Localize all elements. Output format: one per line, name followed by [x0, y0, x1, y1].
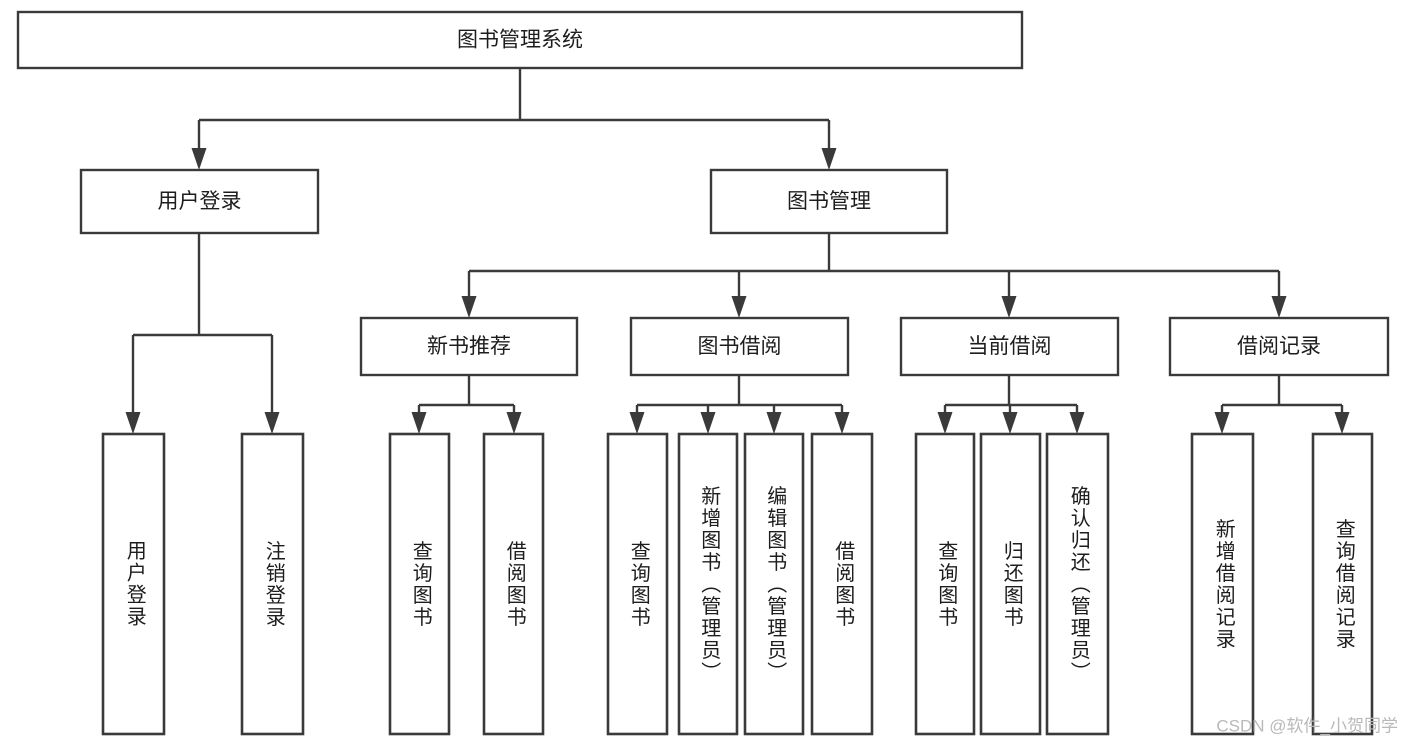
- node-box-leaf-add-book[interactable]: [677, 432, 739, 736]
- node-box-leaf-return-book[interactable]: [979, 432, 1042, 736]
- level2-drop-1-arrowhead: [821, 148, 837, 170]
- node-label-book-borrow: 图书借阅: [698, 335, 782, 358]
- book-borrow-leaf-drop-0-arrowhead: [629, 412, 645, 434]
- node-box-root[interactable]: [16, 10, 1024, 70]
- node-label-leaf-edit-book: 编辑图书（管理员）: [764, 485, 787, 683]
- level3-drop-3-arrowhead: [1271, 296, 1287, 318]
- node-layer: 图书管理系统用户登录图书管理新书推荐图书借阅当前借阅借阅记录用户登录注销登录查询…: [16, 10, 1390, 736]
- node-new-book-recommend[interactable]: 新书推荐: [359, 316, 579, 377]
- node-box-leaf-borrow-book-bor[interactable]: [810, 432, 874, 736]
- node-leaf-borrow-book-bor[interactable]: 借阅图书: [810, 432, 874, 736]
- node-label-user-login: 用户登录: [158, 190, 242, 213]
- node-label-book-manage: 图书管理: [787, 190, 871, 213]
- node-label-leaf-user-logout: 注销登录: [262, 540, 285, 628]
- node-label-leaf-add-book: 新增图书（管理员）: [698, 485, 721, 683]
- node-label-leaf-query-record: 查询借阅记录: [1332, 518, 1355, 650]
- level3-drop-0-arrowhead: [461, 296, 477, 318]
- node-leaf-edit-book[interactable]: 编辑图书（管理员）: [743, 432, 805, 736]
- level2-drop-0-arrowhead: [191, 148, 207, 170]
- csdn-watermark: CSDN @软件_小贺同学: [1216, 716, 1398, 735]
- node-leaf-add-book[interactable]: 新增图书（管理员）: [677, 432, 739, 736]
- node-current-borrow[interactable]: 当前借阅: [899, 316, 1120, 377]
- node-box-leaf-add-record[interactable]: [1190, 432, 1255, 736]
- node-box-leaf-query-record[interactable]: [1311, 432, 1374, 736]
- new-book-recommend-leaf-drop-1-arrowhead: [506, 412, 522, 434]
- current-borrow-leaf-drop-0-arrowhead: [937, 412, 953, 434]
- node-leaf-return-book[interactable]: 归还图书: [979, 432, 1042, 736]
- node-label-borrow-record: 借阅记录: [1237, 335, 1321, 358]
- node-box-leaf-user-login[interactable]: [101, 432, 166, 736]
- node-label-leaf-borrow-book-bor: 借阅图书: [832, 540, 855, 628]
- node-box-leaf-borrow-book-rec[interactable]: [482, 432, 545, 736]
- book-borrow-leaf-drop-1-arrowhead: [700, 412, 716, 434]
- node-box-book-borrow[interactable]: [629, 316, 850, 377]
- node-label-root: 图书管理系统: [457, 29, 583, 52]
- borrow-record-leaf-drop-1-arrowhead: [1334, 412, 1350, 434]
- node-label-leaf-user-login: 用户登录: [123, 540, 146, 628]
- node-leaf-query-record[interactable]: 查询借阅记录: [1311, 432, 1374, 736]
- node-label-leaf-query-book-rec: 查询图书: [409, 540, 432, 628]
- connector-layer: [125, 68, 1350, 434]
- node-box-leaf-query-book-cur[interactable]: [914, 432, 976, 736]
- level3-drop-1-arrowhead: [731, 296, 747, 318]
- node-book-manage[interactable]: 图书管理: [709, 168, 949, 235]
- node-box-leaf-query-book-bor[interactable]: [606, 432, 669, 736]
- book-borrow-leaf-drop-3-arrowhead: [834, 412, 850, 434]
- borrow-record-leaf-drop-0-arrowhead: [1214, 412, 1230, 434]
- node-label-current-borrow: 当前借阅: [968, 335, 1052, 358]
- node-label-leaf-add-record: 新增借阅记录: [1212, 518, 1235, 650]
- level3-drop-2-arrowhead: [1001, 296, 1017, 318]
- node-label-leaf-query-book-bor: 查询图书: [627, 540, 650, 628]
- node-borrow-record[interactable]: 借阅记录: [1168, 316, 1390, 377]
- node-box-current-borrow[interactable]: [899, 316, 1120, 377]
- node-leaf-confirm-return[interactable]: 确认归还（管理员）: [1045, 432, 1110, 736]
- node-box-leaf-edit-book[interactable]: [743, 432, 805, 736]
- node-leaf-query-book-rec[interactable]: 查询图书: [388, 432, 451, 736]
- node-leaf-query-book-bor[interactable]: 查询图书: [606, 432, 669, 736]
- node-box-leaf-confirm-return[interactable]: [1045, 432, 1110, 736]
- node-label-leaf-return-book: 归还图书: [1000, 540, 1023, 628]
- node-box-book-manage[interactable]: [709, 168, 949, 235]
- node-leaf-user-login[interactable]: 用户登录: [101, 432, 166, 736]
- node-user-login[interactable]: 用户登录: [79, 168, 320, 235]
- current-borrow-leaf-drop-2-arrowhead: [1069, 412, 1085, 434]
- node-box-leaf-user-logout[interactable]: [240, 432, 305, 736]
- node-root[interactable]: 图书管理系统: [16, 10, 1024, 70]
- node-box-leaf-query-book-rec[interactable]: [388, 432, 451, 736]
- current-borrow-leaf-drop-1-arrowhead: [1002, 412, 1018, 434]
- node-label-leaf-query-book-cur: 查询图书: [935, 540, 958, 628]
- node-box-borrow-record[interactable]: [1168, 316, 1390, 377]
- book-borrow-leaf-drop-2-arrowhead: [766, 412, 782, 434]
- node-leaf-query-book-cur[interactable]: 查询图书: [914, 432, 976, 736]
- node-box-new-book-recommend[interactable]: [359, 316, 579, 377]
- new-book-recommend-leaf-drop-0-arrowhead: [411, 412, 427, 434]
- node-label-leaf-confirm-return: 确认归还（管理员）: [1067, 485, 1090, 683]
- node-label-new-book-recommend: 新书推荐: [427, 335, 511, 358]
- node-box-user-login[interactable]: [79, 168, 320, 235]
- login-leaf-drop-1-arrowhead: [264, 412, 280, 434]
- node-leaf-user-logout[interactable]: 注销登录: [240, 432, 305, 736]
- node-leaf-add-record[interactable]: 新增借阅记录: [1190, 432, 1255, 736]
- node-label-leaf-borrow-book-rec: 借阅图书: [503, 540, 526, 628]
- node-book-borrow[interactable]: 图书借阅: [629, 316, 850, 377]
- node-leaf-borrow-book-rec[interactable]: 借阅图书: [482, 432, 545, 736]
- login-leaf-drop-0-arrowhead: [125, 412, 141, 434]
